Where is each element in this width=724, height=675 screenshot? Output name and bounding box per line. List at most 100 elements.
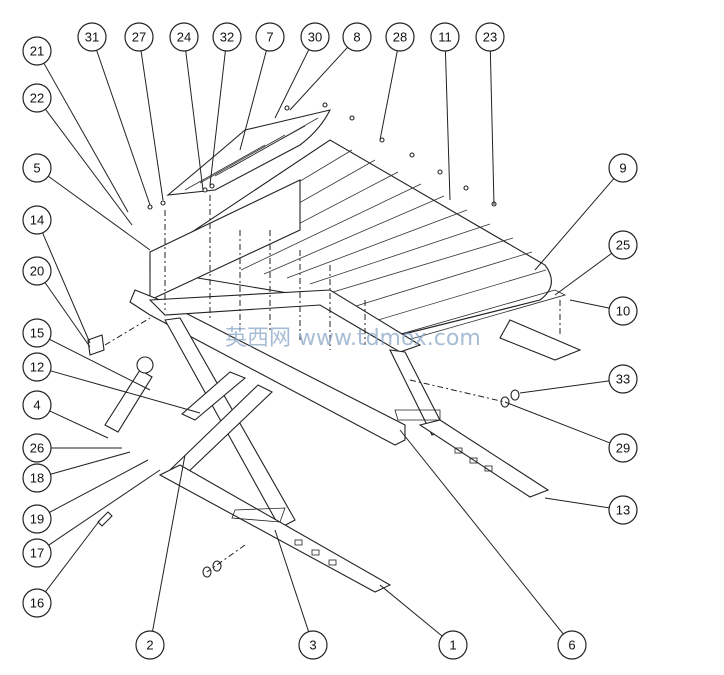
leader-line-10 — [569, 299, 610, 309]
callout-circle — [22, 588, 52, 618]
callout-1: 1 — [438, 630, 468, 660]
callout-12: 12 — [22, 352, 52, 382]
callout-number: 12 — [30, 360, 44, 375]
callout-number: 3 — [309, 638, 316, 653]
callout-29: 29 — [608, 433, 638, 463]
callout-circle — [22, 390, 52, 420]
callout-22: 22 — [22, 83, 52, 113]
callout-7: 7 — [255, 22, 285, 52]
callout-circle — [255, 22, 285, 52]
callout-27: 27 — [124, 22, 154, 52]
leader-line-29 — [504, 401, 611, 444]
leader-line-21 — [43, 62, 129, 213]
callout-number: 24 — [177, 30, 191, 45]
leader-line-9 — [534, 178, 615, 271]
leader-line-8 — [289, 46, 348, 111]
callout-circle — [342, 22, 372, 52]
callout-number: 22 — [30, 91, 44, 106]
callout-3: 3 — [298, 630, 328, 660]
callout-circle — [22, 504, 52, 534]
callout-circle — [300, 22, 330, 52]
callout-number: 29 — [616, 441, 630, 456]
scissor-arm-rear-b — [180, 371, 247, 421]
callout-13: 13 — [608, 495, 638, 525]
base-rail-rear-holes — [454, 447, 493, 472]
callout-number: 2 — [146, 638, 153, 653]
callout-circle — [22, 205, 52, 235]
leader-line-4 — [49, 410, 109, 439]
leader-line-2 — [152, 454, 186, 632]
callout-number: 26 — [30, 441, 44, 456]
leader-line-3 — [274, 529, 310, 632]
callout-circle — [77, 22, 107, 52]
base-rail-rear-slot — [394, 409, 441, 421]
callout-number: 30 — [308, 30, 322, 45]
leader-line-6 — [399, 429, 564, 635]
callout-11: 11 — [430, 22, 460, 52]
callout-24: 24 — [169, 22, 199, 52]
callout-6: 6 — [557, 630, 587, 660]
callout-number: 1 — [449, 638, 456, 653]
callout-circle — [22, 256, 52, 286]
callout-circle — [22, 83, 52, 113]
leader-line-33 — [519, 380, 610, 394]
pin — [97, 511, 113, 527]
callout-circle — [22, 153, 52, 183]
assembly-centerlines — [104, 195, 561, 573]
leader-line-15 — [49, 338, 151, 391]
leader-line-25 — [554, 252, 613, 296]
callout-23: 23 — [475, 22, 505, 52]
callout-circle — [557, 630, 587, 660]
leader-line-17 — [48, 469, 161, 546]
callout-28: 28 — [385, 22, 415, 52]
callout-number: 8 — [353, 30, 360, 45]
leader-line-12 — [50, 370, 201, 414]
callout-26: 26 — [22, 433, 52, 463]
leader-line-30 — [274, 49, 310, 119]
callout-circle — [608, 230, 638, 260]
base-rail-rear — [418, 419, 550, 498]
callout-17: 17 — [22, 538, 52, 568]
callout-10: 10 — [608, 296, 638, 326]
callout-circle — [608, 296, 638, 326]
callout-circle — [22, 463, 52, 493]
callout-number: 23 — [483, 30, 497, 45]
callout-number: 18 — [30, 471, 44, 486]
leader-line-5 — [48, 175, 151, 251]
callout-circle — [22, 352, 52, 382]
callout-number: 28 — [393, 30, 407, 45]
callout-4: 4 — [22, 390, 52, 420]
callout-8: 8 — [342, 22, 372, 52]
callout-number: 31 — [85, 30, 99, 45]
base-rail-front-holes — [294, 539, 337, 566]
leader-line-23 — [489, 50, 495, 206]
callout-number: 9 — [619, 161, 626, 176]
callout-19: 19 — [22, 504, 52, 534]
callout-30: 30 — [300, 22, 330, 52]
leader-line-13 — [544, 497, 610, 509]
callout-circle — [608, 433, 638, 463]
callout-number: 7 — [266, 30, 273, 45]
callout-16: 16 — [22, 588, 52, 618]
callout-15: 15 — [22, 318, 52, 348]
side-cover-panel — [149, 179, 301, 301]
callout-number: 20 — [30, 264, 44, 279]
leader-line-31 — [96, 50, 151, 206]
callout-2: 2 — [135, 630, 165, 660]
callout-number: 6 — [568, 638, 575, 653]
callout-9: 9 — [608, 153, 638, 183]
callout-circle — [212, 22, 242, 52]
fasteners — [147, 102, 497, 210]
callout-number: 25 — [616, 238, 630, 253]
callout-number: 13 — [616, 503, 630, 518]
leader-line-11 — [444, 50, 451, 201]
callout-circle — [22, 538, 52, 568]
leader-line-20 — [44, 282, 91, 348]
callout-circle — [608, 364, 638, 394]
callout-31: 31 — [77, 22, 107, 52]
leader-line-7 — [239, 50, 267, 151]
callout-33: 33 — [608, 364, 638, 394]
callout-circle — [608, 495, 638, 525]
